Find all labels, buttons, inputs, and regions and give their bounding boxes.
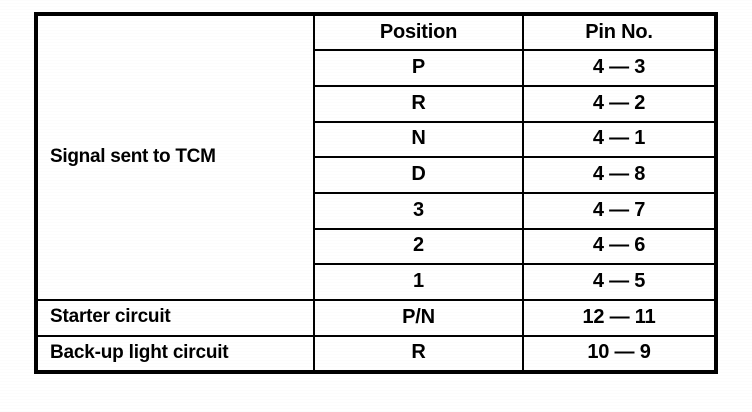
table-row: 3 4 — 7 <box>38 191 714 230</box>
cell-pin-no: 4 — 5 <box>522 263 714 301</box>
cell-position: R <box>314 84 524 123</box>
cell-pin-no: 4 — 2 <box>522 84 714 123</box>
header-pin-no: Pin No. <box>522 16 714 52</box>
cell-pin-no: 10 — 9 <box>522 334 714 370</box>
continuity-table: Signal sent to TCM Position Pin No. P 4 … <box>38 16 714 370</box>
table-row: R 4 — 2 <box>38 84 714 123</box>
cell-position: 3 <box>314 191 524 230</box>
cell-position: D <box>314 156 524 194</box>
cell-position: P <box>314 49 524 87</box>
spec-table-container: Signal sent to TCM Position Pin No. P 4 … <box>34 12 718 374</box>
cell-pin-no: 12 — 11 <box>522 299 714 337</box>
table-row: N 4 — 1 <box>38 120 714 159</box>
group-description-cell: Signal sent to TCM <box>38 16 315 300</box>
table-row: 2 4 — 6 <box>38 227 714 266</box>
cell-pin-no: 4 — 6 <box>522 227 714 266</box>
header-position: Position <box>313 16 524 52</box>
cell-position: R <box>313 334 524 370</box>
cell-position: 2 <box>314 227 524 266</box>
cell-description: Starter circuit <box>38 299 315 337</box>
table-row: Back-up light circuit R 10 — 9 <box>38 334 714 370</box>
table-header-row: Signal sent to TCM Position Pin No. <box>38 16 714 300</box>
table-row: Starter circuit P/N 12 — 11 <box>38 299 714 337</box>
cell-position: N <box>314 120 524 159</box>
table-row: 1 4 — 5 <box>38 263 714 301</box>
cell-pin-no: 4 — 7 <box>522 191 714 230</box>
cell-pin-no: 4 — 1 <box>522 120 714 159</box>
cell-position: P/N <box>313 299 524 337</box>
cell-pin-no: 4 — 3 <box>522 49 714 87</box>
cell-pin-no: 4 — 8 <box>522 156 714 194</box>
cell-description: Back-up light circuit <box>38 334 315 370</box>
table-row: D 4 — 8 <box>38 156 714 194</box>
cell-position: 1 <box>314 263 524 301</box>
group-description-label: Signal sent to TCM <box>50 146 216 167</box>
table-row: P 4 — 3 <box>38 49 714 87</box>
